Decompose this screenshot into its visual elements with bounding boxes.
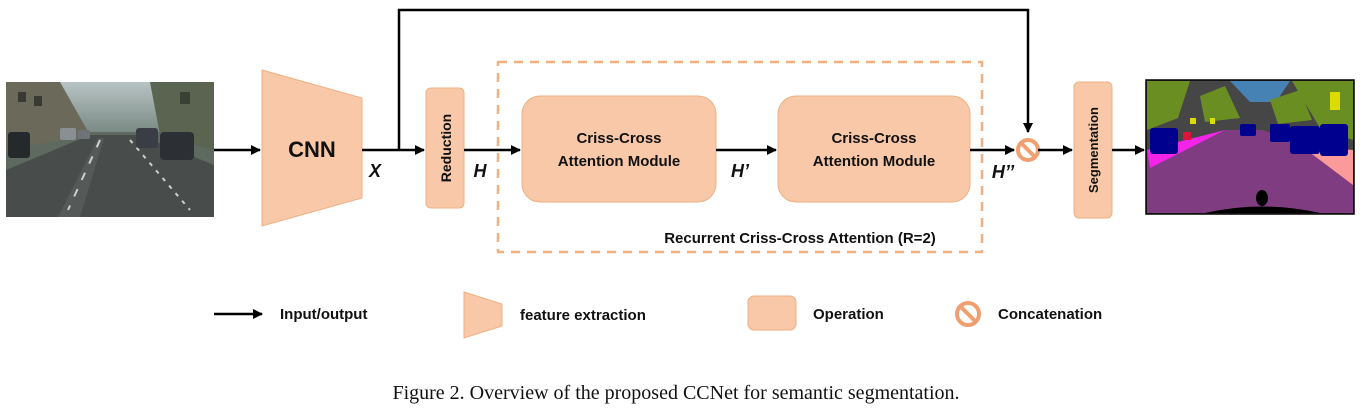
reduction-label: Reduction <box>438 114 454 182</box>
legend-concatenation: Concatenation <box>998 306 1102 323</box>
legend-concatenation-icon <box>955 301 981 327</box>
legend-input-output: Input/output <box>280 306 367 323</box>
rcca-label: Recurrent Criss-Cross Attention (R=2) <box>664 230 936 247</box>
segmentation-label: Segmentation <box>1086 107 1101 193</box>
figure-caption: Figure 2. Overview of the proposed CCNet… <box>392 382 959 404</box>
h-double-prime-label: H’’ <box>992 162 1015 182</box>
skip-connection-arrow <box>397 8 1033 150</box>
cca-module-2 <box>777 95 971 203</box>
cnn-block <box>261 69 363 227</box>
output-segmentation-map <box>1145 79 1355 215</box>
legend-operation: Operation <box>813 306 884 323</box>
concatenation-icon <box>1016 138 1040 162</box>
cnn-label: CNN <box>288 137 336 162</box>
x-feature-label: X <box>368 161 382 181</box>
input-street-image <box>6 82 214 217</box>
reduction-block <box>425 87 465 209</box>
h-prime-label: H’ <box>731 161 750 181</box>
h-feature-label: H <box>474 161 488 181</box>
cca-module-1 <box>521 95 717 203</box>
rcca-dashed-region <box>496 60 984 254</box>
cca-module-2-line1: Criss-Cross <box>831 130 916 147</box>
legend-trapezoid-icon <box>463 291 503 339</box>
legend-feature-extraction: feature extraction <box>520 307 646 324</box>
cca-module-1-line1: Criss-Cross <box>576 130 661 147</box>
cca-module-1-line2: Attention Module <box>558 153 680 170</box>
cca-module-2-line2: Attention Module <box>813 153 935 170</box>
legend-operation-icon <box>747 295 797 331</box>
